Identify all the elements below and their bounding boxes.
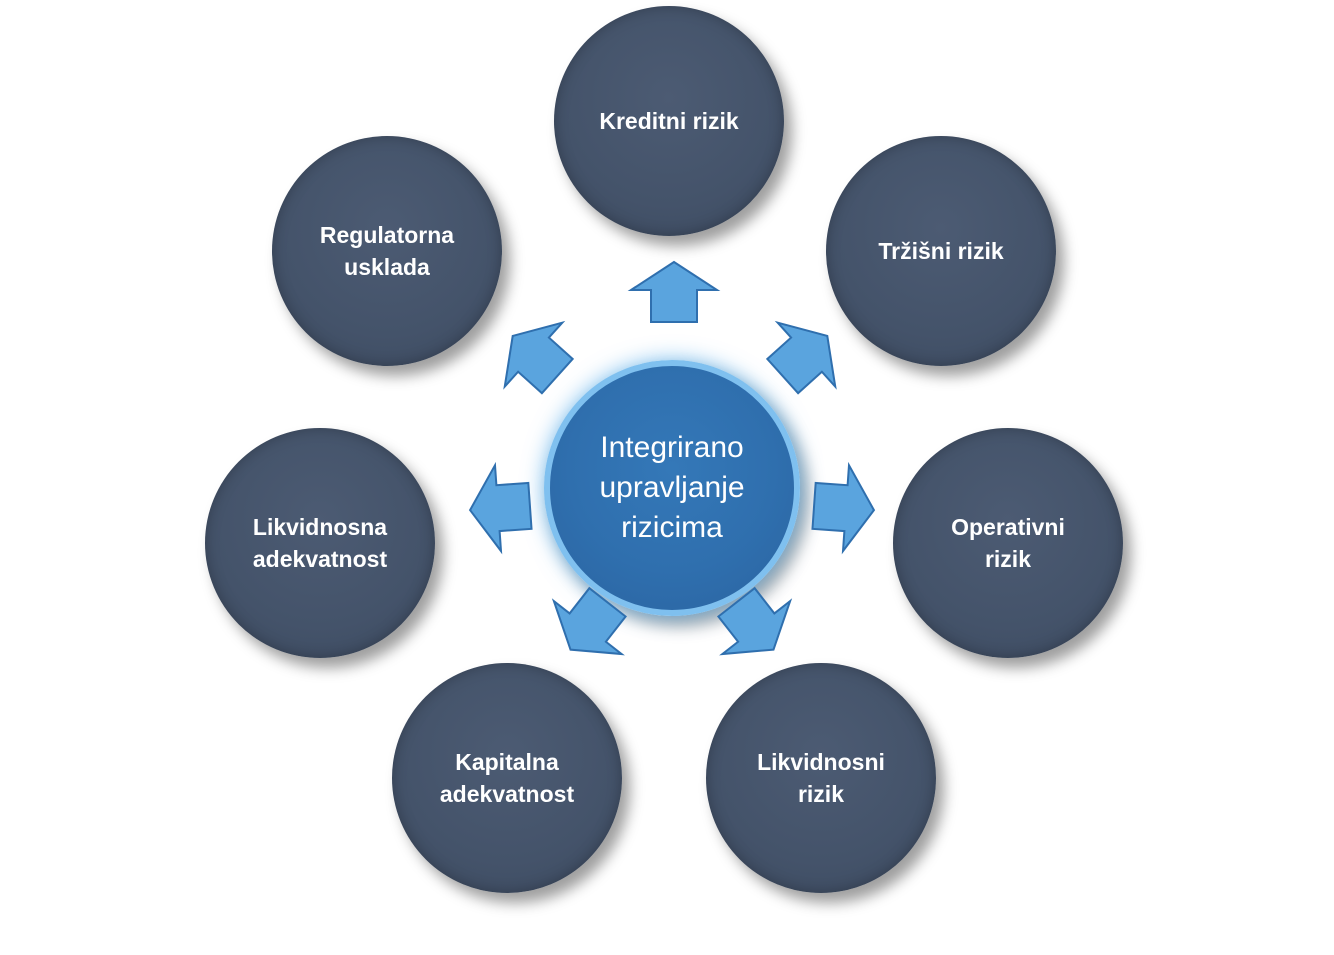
node-label: Tržišni rizik (878, 238, 1004, 264)
arrow-icon (484, 304, 586, 408)
node-market-risk: Tržišni rizik (826, 136, 1056, 366)
node-label: Regulatorna usklada (319, 222, 455, 280)
node-capital-adequacy: Kapitalna adekvatnost (392, 663, 622, 893)
node-label: Likvidnosni rizik (757, 749, 885, 807)
node-credit-risk: Kreditni rizik (554, 6, 784, 236)
arrow-icon (754, 304, 856, 408)
node-label: Operativni rizik (951, 514, 1065, 572)
node-label: Kapitalna adekvatnost (439, 749, 575, 807)
node-operational-risk: Operativni rizik (893, 428, 1123, 658)
arrow-icon (537, 576, 642, 676)
center-label: Integrirano upravljanje rizicima (599, 431, 745, 544)
node-label: Likvidnosna adekvatnost (252, 514, 388, 572)
node-label: Kreditni rizik (599, 108, 739, 134)
node-liquidity-risk: Likvidnosni rizik (706, 663, 936, 893)
arrow-icon (467, 461, 533, 555)
node-regulatory-compliance: Regulatorna usklada (272, 136, 502, 366)
arrow-icon (627, 260, 721, 323)
arrow-icon (811, 461, 877, 555)
arrow-icon (703, 576, 808, 676)
center-node: Integrirano upravljanje rizicima (544, 360, 800, 616)
node-liquidity-adequacy: Likvidnosna adekvatnost (205, 428, 435, 658)
